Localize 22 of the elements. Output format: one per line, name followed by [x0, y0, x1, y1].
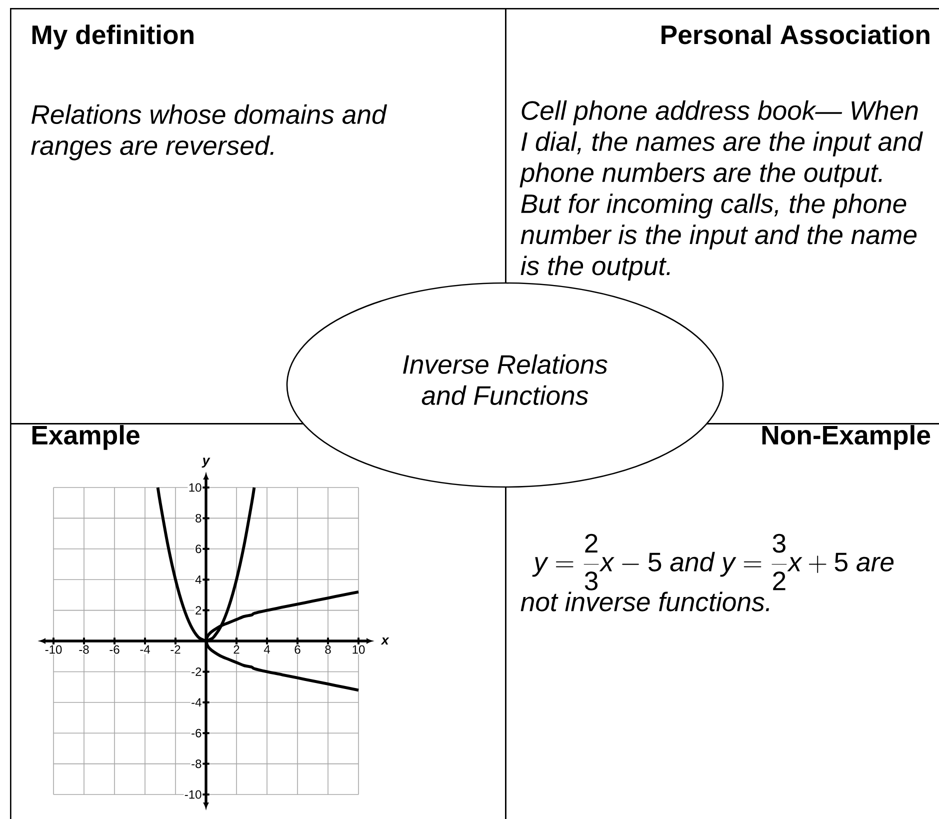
x-tick-label: -6: [110, 645, 120, 654]
y-tick-label: 10: [189, 483, 202, 492]
y-tick-label: 4: [195, 575, 202, 584]
x-tick-label: -10: [45, 645, 62, 654]
y-tick-label: 8: [196, 514, 202, 522]
y-tick-label: 6: [196, 544, 202, 554]
x-tick-label: -4: [140, 645, 150, 654]
y-tick-label: -6: [192, 728, 202, 738]
y-tick-label: -2: [192, 668, 202, 676]
x-tick-label: 6: [294, 645, 300, 654]
y-tick-label: 2: [196, 606, 202, 614]
x-tick-label: -8: [79, 645, 89, 654]
x-tick-label: 8: [325, 645, 331, 654]
y-tick-label: -10: [184, 790, 202, 799]
x-axis-title: x: [380, 637, 390, 645]
y-axis-title: y: [202, 458, 210, 468]
y-tick-label: -4: [192, 698, 202, 707]
x-tick-label: 2: [234, 645, 240, 654]
x-tick-label: -2: [170, 645, 180, 654]
y-tick-label: -8: [192, 760, 202, 768]
x-tick-label: 4: [264, 645, 270, 654]
x-tick-label: 10: [352, 645, 365, 654]
